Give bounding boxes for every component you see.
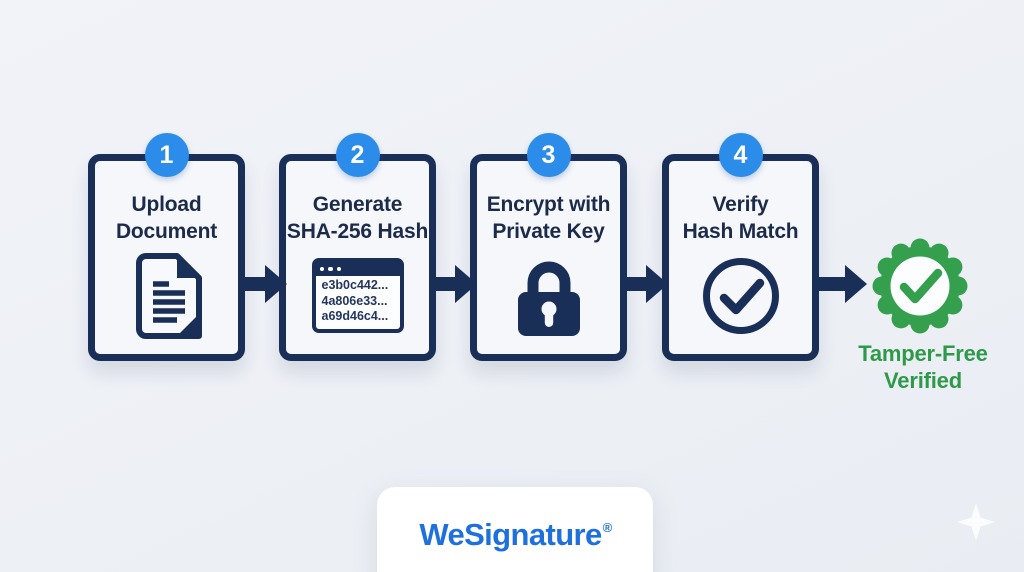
step-title-line: Verify	[712, 193, 769, 216]
brand-card: WeSignature®	[377, 487, 653, 572]
step-icon-zone	[506, 245, 592, 354]
step-icon-zone	[699, 245, 783, 354]
step-title-line: Upload	[131, 193, 202, 216]
step-title-line: Private Key	[492, 220, 605, 243]
verified-seal-icon	[872, 238, 968, 334]
step-number-badge: 4	[718, 133, 763, 177]
flow-arrow-icon	[240, 265, 287, 303]
brand-logo: WeSignature®	[419, 517, 613, 553]
step-title-line: Hash Match	[682, 220, 799, 243]
hash-window-icon: e3b0c442... 4a806e33... a69d46c4...	[311, 258, 404, 333]
verified-label-line: Tamper-Free	[858, 341, 988, 366]
step-card-verify: 4 Verify Hash Match	[662, 133, 819, 361]
step-title-line: Generate	[312, 193, 403, 216]
registered-mark: ®	[602, 519, 613, 535]
document-icon	[135, 252, 202, 339]
sparkle-icon	[957, 503, 995, 541]
window-title-bar	[314, 261, 401, 277]
step-title: Verify Hash Match	[683, 191, 799, 245]
step-title: Upload Document	[116, 191, 217, 245]
step-card-generate-hash: 2 Generate SHA-256 Hash e3b0c442... 4a80…	[279, 133, 436, 361]
step-title-line: Encrypt with	[486, 193, 611, 216]
flow-arrow-icon	[621, 265, 668, 303]
hash-line: e3b0c442...	[321, 278, 389, 293]
step-card-encrypt: 3 Encrypt with Private Key	[470, 133, 627, 361]
window-dot-icon	[336, 266, 341, 271]
padlock-icon	[517, 261, 580, 336]
flow-arrow-icon	[430, 265, 477, 303]
step-title-line: Document	[115, 220, 218, 243]
verified-label-line: Verified	[884, 368, 962, 393]
window-dot-icon	[328, 266, 333, 271]
step-number-badge: 2	[335, 133, 380, 177]
step-icon-zone	[131, 245, 203, 354]
step-title-line: SHA-256 Hash	[286, 220, 429, 243]
hash-line: a69d46c4...	[321, 309, 389, 324]
flow-arrow-icon	[814, 265, 867, 303]
window-dot-icon	[319, 266, 324, 271]
hash-line: 4a806e33...	[321, 293, 388, 308]
verified-label: Tamper-Free Verified	[838, 340, 1008, 394]
step-title: Encrypt with Private Key	[487, 191, 611, 245]
brand-name: WeSignature	[419, 517, 602, 552]
step-icon-zone: e3b0c442... 4a806e33... a69d46c4...	[311, 245, 404, 354]
hash-output: e3b0c442... 4a806e33... a69d46c4...	[316, 275, 400, 329]
step-number-badge: 1	[144, 133, 189, 177]
step-title: Generate SHA-256 Hash	[287, 191, 428, 245]
check-circle-icon	[702, 257, 779, 334]
step-number-badge: 3	[526, 133, 571, 177]
step-card-upload-document: 1 Upload Document	[88, 133, 245, 361]
